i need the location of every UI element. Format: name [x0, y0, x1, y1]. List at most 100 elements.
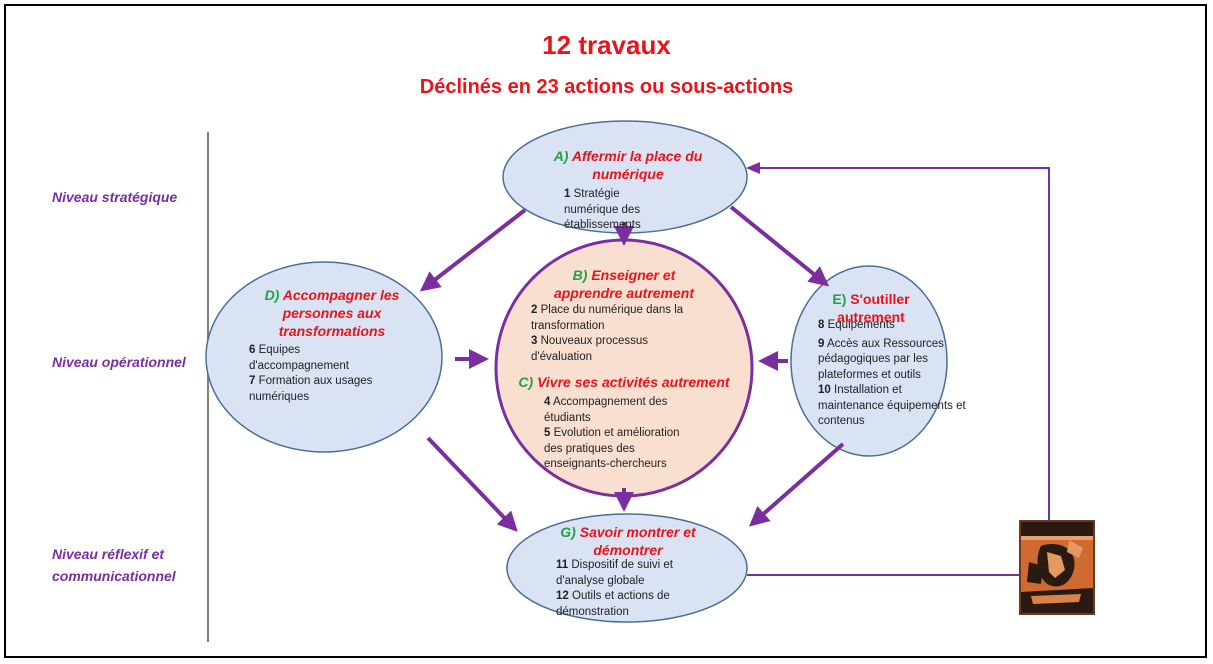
node-g-item-12: 12 Outils et actions de démonstration — [556, 589, 673, 620]
node-d-item-6-line1: Equipes — [258, 344, 301, 356]
node-e-item-9-line3: plateformes et outils — [818, 368, 921, 381]
node-g-title-line2: démontrer — [593, 542, 663, 558]
node-c-item-4-line2: étudiants — [544, 411, 591, 424]
node-e-header: E) S'outiller autrement — [806, 290, 936, 326]
node-b-item-3: 3 Nouveaux processus d'évaluation — [531, 334, 683, 365]
level-reflexif: Niveau réflexif et communicationnel — [52, 543, 176, 587]
node-c-item-5-line2: des pratiques des — [544, 442, 635, 455]
level-strategique: Niveau stratégique — [52, 189, 178, 205]
node-b-title: B) Enseigner et apprendre autrement — [528, 266, 720, 302]
level-reflexif-line2: communicationnel — [52, 568, 176, 584]
node-b-item-2: 2 Place du numérique dans la transformat… — [531, 303, 683, 334]
node-g-item-11-num: 11 — [556, 559, 569, 571]
node-g-letter: G) — [560, 524, 576, 540]
node-c-letter: C) — [518, 374, 534, 390]
node-e-item-8-num: 8 — [818, 319, 825, 331]
node-a-header: A) Affermir la place du numérique — [542, 147, 714, 183]
node-d-item-6: 6 Equipes d'accompagnement — [249, 343, 372, 374]
node-d-title-line2: personnes aux — [282, 305, 382, 321]
node-a-item-1-num: 1 — [564, 188, 571, 200]
node-c-header: C) Vivre ses activités autrement — [509, 373, 739, 391]
arrow-a-to-d — [419, 208, 527, 292]
node-a-item-1-line2: numérique des — [564, 203, 641, 216]
node-b-letter: B) — [572, 267, 588, 283]
node-d-items: 6 Equipes d'accompagnement 7 Formation a… — [249, 343, 372, 405]
greek-vase-fragment-image — [1019, 520, 1095, 615]
node-e-item-10-line1: Installation et — [834, 384, 902, 396]
level-operationnel: Niveau opérationnel — [52, 354, 186, 370]
node-b-item-3-line1: Nouveaux processus — [540, 335, 649, 347]
diagram-title: 12 travaux — [542, 30, 671, 60]
node-e-letter: E) — [832, 291, 847, 307]
node-b-item-3-line2: d'évaluation — [531, 350, 593, 363]
node-b-item-2-num: 2 — [531, 304, 538, 316]
node-d-letter: D) — [264, 287, 280, 303]
node-c-item-4: 4 Accompagnement des étudiants — [544, 395, 680, 426]
node-a-item-1: 1 Stratégie numérique des établissements — [564, 187, 641, 234]
node-c-item-4-line1: Accompagnement des — [552, 396, 668, 408]
arrow-e-to-g — [748, 442, 845, 527]
node-d-item-7-line2: numériques — [249, 390, 310, 403]
node-c-item-5-line3: enseignants-chercheurs — [544, 458, 667, 470]
arrow-a-to-e — [729, 205, 830, 287]
node-d-header: D) Accompagner les personnes aux transfo… — [252, 286, 412, 340]
feedback-arrowhead — [746, 162, 760, 174]
node-e-item-10: 10 Installation et maintenance équipemen… — [818, 383, 966, 430]
node-d-item-6-num: 6 — [249, 344, 256, 356]
node-b-header: B) Enseigner et apprendre autrement — [528, 266, 720, 302]
node-e-items: 8 Equipements 9 Accès aux Ressources péd… — [818, 318, 966, 430]
node-g-items: 11 Dispositif de suivi et d'analyse glob… — [556, 558, 673, 620]
node-c-item-5-num: 5 — [544, 427, 551, 439]
node-e-item-9: 9 Accès aux Ressources pédagogiques par … — [818, 337, 966, 384]
node-d-item-6-line2: d'accompagnement — [249, 359, 350, 372]
node-e-ellipse — [790, 265, 948, 457]
node-a-title-line2: numérique — [592, 166, 664, 182]
node-g-item-11: 11 Dispositif de suivi et d'analyse glob… — [556, 558, 673, 589]
node-b-items: 2 Place du numérique dans la transformat… — [531, 303, 683, 365]
node-c-item-5: 5 Evolution et amélioration des pratique… — [544, 426, 680, 473]
node-d-title-line3: transformations — [278, 323, 386, 339]
node-g-header: G) Savoir montrer et démontrer — [538, 523, 718, 559]
node-c-title: C) Vivre ses activités autrement — [509, 373, 739, 391]
node-d-item-7: 7 Formation aux usages numériques — [249, 374, 372, 405]
node-d-title: D) Accompagner les personnes aux transfo… — [252, 286, 412, 340]
node-b-item-3-num: 3 — [531, 335, 538, 347]
node-g-item-12-line1: Outils et actions de — [572, 590, 670, 602]
feedback-line — [747, 167, 1050, 576]
node-a-item-1-line3: établissements — [564, 219, 641, 231]
node-b-title-line1: Enseigner et — [591, 267, 676, 283]
node-g-item-11-line1: Dispositif de suivi et — [571, 559, 673, 571]
node-g-item-12-line2: démonstration — [556, 605, 629, 618]
node-b-item-2-line2: transformation — [531, 319, 605, 332]
node-e-item-10-line2: maintenance équipements et — [818, 399, 966, 412]
node-c-items: 4 Accompagnement des étudiants 5 Evoluti… — [544, 395, 680, 473]
greek-vase-fragment-icon — [1021, 522, 1093, 613]
node-e-item-8: 8 Equipements — [818, 318, 966, 334]
level-divider — [207, 132, 209, 642]
node-e-item-9-line1: Accès aux Ressources — [826, 337, 944, 350]
node-g-item-12-num: 12 — [556, 590, 569, 602]
diagram-frame — [4, 4, 1207, 658]
node-d-title-line1: Accompagner les — [282, 287, 400, 303]
diagram-subtitle: Déclinés en 23 actions ou sous-actions — [419, 76, 794, 98]
node-e-item-10-num: 10 — [818, 384, 831, 396]
node-e-item-9-num: 9 — [818, 337, 825, 350]
node-e-item-8-line1: Equipements — [827, 319, 895, 331]
node-a-item-1-line1: Stratégie — [573, 188, 620, 200]
node-b-item-2-line1: Place du numérique dans la — [540, 304, 684, 316]
node-a-letter: A) — [553, 148, 569, 164]
node-e-item-9-line2: pédagogiques par les — [818, 353, 928, 365]
node-g-title-line1: Savoir montrer et — [579, 524, 696, 540]
node-d-ellipse — [205, 261, 443, 453]
node-c-item-5-line1: Evolution et amélioration — [553, 427, 680, 439]
arrow-d-to-g — [426, 436, 518, 532]
node-a-title-line1: Affermir la place du — [571, 148, 703, 164]
node-c-title-text: Vivre ses activités autrement — [537, 374, 730, 390]
node-a-title: A) Affermir la place du numérique — [542, 147, 714, 183]
node-g-ellipse — [506, 513, 748, 623]
node-d-item-7-num: 7 — [249, 375, 256, 387]
level-reflexif-line1: Niveau réflexif et — [52, 546, 165, 562]
node-g-item-11-line2: d'analyse globale — [556, 574, 645, 587]
node-e-title: E) S'outiller autrement — [806, 290, 936, 326]
